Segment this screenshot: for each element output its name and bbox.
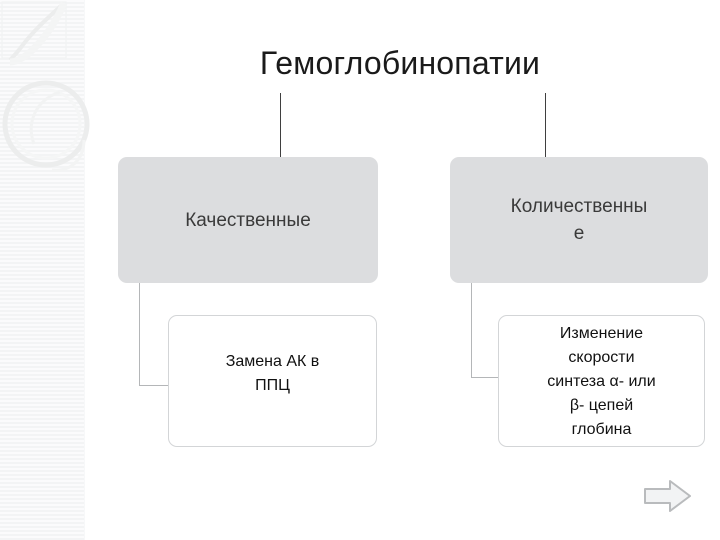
synthesis-line-2: скорости [568,349,635,366]
synthesis-line-4: β- цепей [569,397,634,414]
node-synthesis-rate-label: Изменение скорости синтеза α- или β- цеп… [499,322,704,442]
node-aa-substitution[interactable]: Замена АК в ППЦ [168,315,377,447]
synthesis-line-1: Изменение [559,325,644,342]
decorative-left-band [0,0,85,540]
node-qualitative[interactable]: Качественные [118,157,378,283]
node-synthesis-rate[interactable]: Изменение скорости синтеза α- или β- цеп… [498,315,705,447]
node-quantitative-line-2: е [573,223,585,244]
connector-quantitative-to-detail [471,283,499,378]
node-quantitative-label: Количественны е [450,193,708,247]
next-arrow-icon[interactable] [643,478,693,514]
aa-line-1: Замена АК в [225,353,320,370]
node-qualitative-label: Качественные [185,209,311,231]
aa-line-2: ППЦ [255,377,290,394]
synthesis-line-3: синтеза α- или [547,373,656,390]
node-aa-substitution-label: Замена АК в ППЦ [169,350,376,398]
node-quantitative-line-1: Количественны [510,196,648,217]
connector-qualitative-to-detail [139,283,169,386]
connector-title-to-quantitative [545,93,546,157]
connector-title-to-qualitative [280,93,281,157]
synthesis-line-5: глобина [571,421,632,438]
page-title: Гемоглобинопатии [259,45,541,81]
band-edge-divider [84,0,85,540]
node-quantitative[interactable]: Количественны е [450,157,708,283]
